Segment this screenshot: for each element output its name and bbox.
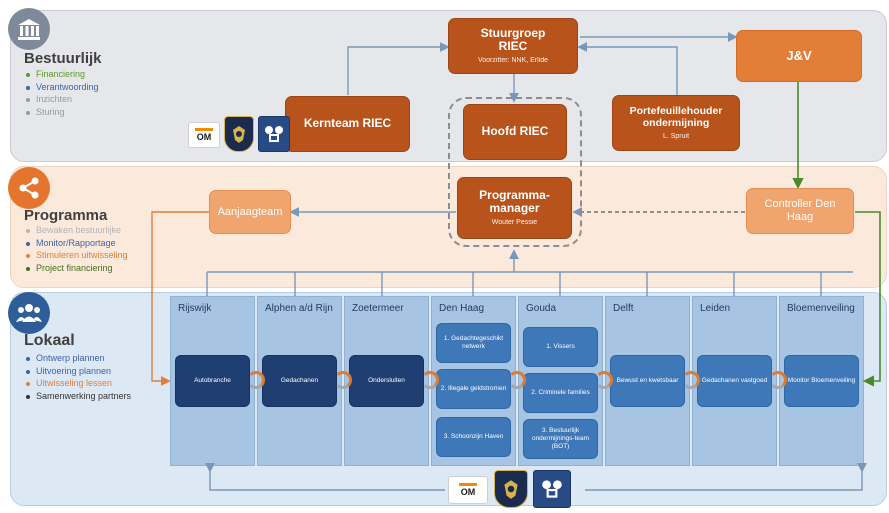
column-box: Autobranche [175, 355, 250, 407]
column-den-haag: Den Haag 1. Gedachtegeschikt netwerk 2. … [431, 296, 516, 466]
stuurgroep-title: Stuurgroep RIEC [480, 25, 546, 54]
column-box: Bewust en kwetsbaar [610, 355, 685, 407]
column-title: Zoetermeer [352, 303, 404, 314]
legend-item: Project financiering [26, 262, 128, 275]
column-box: Ondersluiten [349, 355, 424, 407]
column-title: Bloemenveiling [787, 303, 855, 314]
om-logo-bar [195, 128, 213, 131]
column-title: Rijswijk [178, 303, 212, 314]
column-box: 1. Vissers [523, 327, 598, 367]
legend-item: Verantwoording [26, 81, 99, 94]
people-group-icon [8, 292, 50, 334]
legend-item: Samenwerking partners [26, 390, 131, 403]
programma-legend: Bewaken bestuurlijke Monitor/Rapportage … [26, 224, 128, 274]
column-zoetermeer: Zoetermeer Ondersluiten [344, 296, 429, 466]
column-bloemenveiling: Bloemenveiling Monitor Bloemenveiling [779, 296, 864, 466]
kernteam-riec-box[interactable]: Kernteam RIEC [285, 96, 410, 152]
legend-item: Stimuleren uitwisseling [26, 249, 128, 262]
programmamanager-title: Programma-manager [479, 187, 550, 216]
om-logo-bar [459, 483, 477, 486]
legend-item: Inzichten [26, 93, 99, 106]
column-rijswijk: Rijswijk Autobranche [170, 296, 255, 466]
portefeuillehouder-title: Portefeuillehouder ondermijning [629, 105, 723, 130]
stuurgroep-sub: Voorzitter: NNK, Erlide [477, 57, 549, 65]
column-box: Gedachanen [262, 355, 337, 407]
hoofd-riec-box[interactable]: Hoofd RIEC [463, 104, 567, 160]
column-box: 3. Schoonzijn Haven [436, 417, 511, 457]
om-logo: OM [188, 122, 220, 148]
column-box: 1. Gedachtegeschikt netwerk [436, 323, 511, 363]
column-box: 2. Criminele families [523, 373, 598, 413]
column-alphen: Alphen a/d Rijn Gedachanen [257, 296, 342, 466]
legend-item: Financiering [26, 68, 99, 81]
programma-title: Programma [24, 207, 108, 224]
bestuurlijk-title: Bestuurlijk [24, 50, 102, 67]
cycle-arrow-icon [247, 371, 265, 389]
police-shield-icon [224, 116, 254, 152]
legend-item: Sturing [26, 106, 99, 119]
om-logo-text: OM [460, 487, 476, 497]
bank-building-icon [8, 8, 50, 50]
cycle-arrow-icon [508, 371, 526, 389]
share-network-icon [8, 167, 50, 209]
bestuurlijk-legend: Financiering Verantwoording Inzichten St… [26, 68, 99, 118]
legend-item: Uitvoering plannen [26, 365, 131, 378]
cycle-arrow-icon [334, 371, 352, 389]
column-title: Delft [613, 303, 634, 314]
cycle-arrow-icon [769, 371, 787, 389]
lokaal-legend: Ontwerp plannen Uitvoering plannen Uitwi… [26, 352, 131, 402]
royal-coat-of-arms-icon [258, 116, 290, 152]
controller-title: Controller Den Haag [764, 198, 836, 223]
column-title: Gouda [526, 303, 557, 314]
core-dashed-frame [448, 97, 582, 247]
programmamanager-sub: Wouter Pessie [491, 219, 538, 227]
legend-item: Monitor/Rapportage [26, 237, 128, 250]
column-title: Den Haag [439, 303, 485, 314]
police-shield-icon [494, 470, 528, 508]
column-gouda: Gouda 1. Vissers 2. Criminele families 3… [518, 296, 603, 466]
portefeuillehouder-box[interactable]: Portefeuillehouder ondermijning L. Sprui… [612, 95, 740, 151]
column-title: Leiden [700, 303, 731, 314]
aanjaagteam-box[interactable]: Aanjaagteam [209, 190, 291, 234]
stuurgroep-riec-box[interactable]: Stuurgroep RIEC Voorzitter: NNK, Erlide [448, 18, 578, 74]
portefeuillehouder-sub: L. Spruit [662, 132, 690, 140]
column-box: 2. Illegale geldstromen [436, 369, 511, 409]
cycle-arrow-icon [682, 371, 700, 389]
om-logo-text: OM [196, 132, 212, 142]
programmamanager-box[interactable]: Programma-manager Wouter Pessie [457, 177, 572, 239]
controller-den-haag-box[interactable]: Controller Den Haag [746, 188, 854, 234]
column-title: Alphen a/d Rijn [265, 303, 333, 314]
om-logo-bottom: OM [448, 476, 488, 504]
lokaal-title: Lokaal [24, 332, 75, 349]
royal-coat-of-arms-icon [533, 470, 571, 508]
column-box: 3. Bestuurlijk ondermijnings-team (BOT) [523, 419, 598, 459]
legend-item: Ontwerp plannen [26, 352, 131, 365]
legend-item: Bewaken bestuurlijke [26, 224, 128, 237]
cycle-arrow-icon [421, 371, 439, 389]
legend-item: Uitwisseling lessen [26, 377, 131, 390]
jenv-box[interactable]: J&V [736, 30, 862, 82]
cycle-arrow-icon [595, 371, 613, 389]
